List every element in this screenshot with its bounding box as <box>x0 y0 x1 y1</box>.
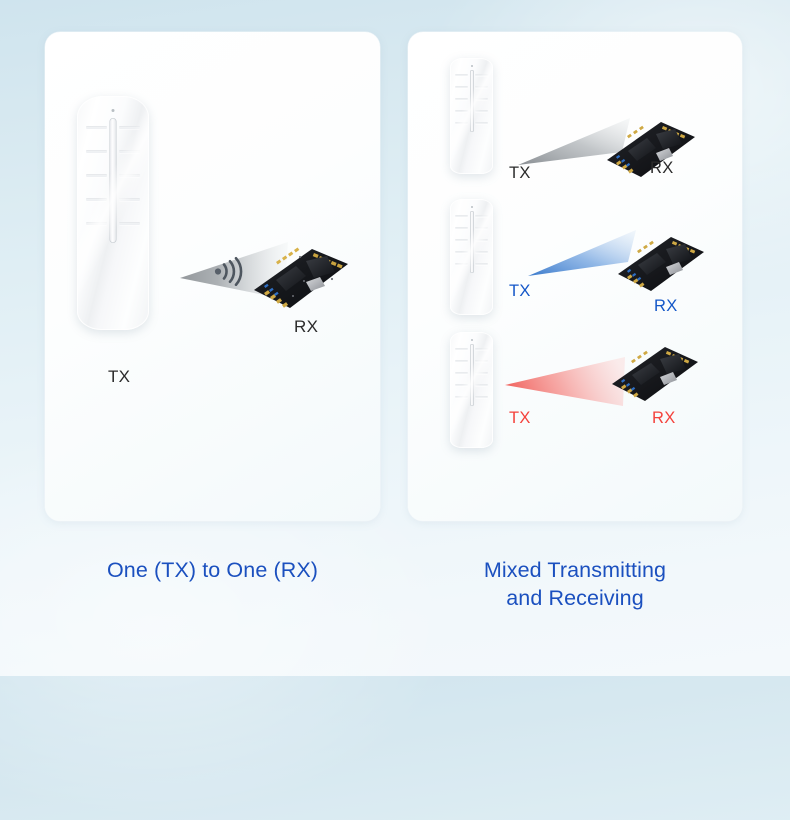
rf-remote-control-row3[interactable] <box>450 332 493 448</box>
remote-button[interactable] <box>119 150 140 153</box>
remote-button-row[interactable] <box>455 239 488 241</box>
remote-led-indicator <box>470 339 473 341</box>
remote-button-row[interactable] <box>455 396 488 398</box>
remote-button[interactable] <box>119 126 140 129</box>
label-rx-row3: RX <box>652 409 676 427</box>
caption-mixed-transmitting-and-receiving: Mixed Transmitting and Receiving <box>483 558 667 610</box>
remote-led-indicator <box>470 206 473 208</box>
remote-button[interactable] <box>475 122 488 124</box>
rf-remote-control-row1[interactable] <box>450 58 493 174</box>
remote-button[interactable] <box>475 251 488 253</box>
remote-button[interactable] <box>455 227 468 229</box>
remote-button[interactable] <box>475 86 488 88</box>
remote-button-row[interactable] <box>86 174 140 177</box>
remote-button-row[interactable] <box>455 215 488 217</box>
remote-button[interactable] <box>455 110 468 112</box>
broadcast-signal-icon <box>212 256 246 287</box>
remote-button[interactable] <box>119 222 140 225</box>
remote-button-row[interactable] <box>86 198 140 201</box>
remote-center-spine <box>109 118 117 243</box>
remote-button[interactable] <box>475 372 488 374</box>
rf-receiver-module-row2[interactable] <box>614 225 708 297</box>
remote-center-spine <box>469 344 474 406</box>
remote-button[interactable] <box>455 239 468 241</box>
rf-receiver-module-large[interactable] <box>248 234 353 314</box>
remote-button[interactable] <box>455 263 468 265</box>
remote-button[interactable] <box>475 215 488 217</box>
remote-button-row[interactable] <box>455 110 488 112</box>
remote-button[interactable] <box>455 396 468 398</box>
remote-button[interactable] <box>475 74 488 76</box>
remote-button[interactable] <box>455 251 468 253</box>
remote-button-row[interactable] <box>455 360 488 362</box>
label-tx-row2: TX <box>509 282 531 300</box>
remote-button[interactable] <box>475 384 488 386</box>
remote-button[interactable] <box>86 126 107 129</box>
remote-button[interactable] <box>475 348 488 350</box>
remote-button-row[interactable] <box>455 372 488 374</box>
remote-button[interactable] <box>119 174 140 177</box>
remote-button[interactable] <box>475 227 488 229</box>
remote-button[interactable] <box>455 74 468 76</box>
remote-led-indicator <box>470 65 473 67</box>
remote-button[interactable] <box>86 222 107 225</box>
rf-receiver-module-row1[interactable] <box>603 110 699 183</box>
remote-button-row[interactable] <box>455 227 488 229</box>
remote-button[interactable] <box>475 98 488 100</box>
remote-button-row[interactable] <box>455 263 488 265</box>
remote-button[interactable] <box>455 86 468 88</box>
remote-button[interactable] <box>455 348 468 350</box>
label-tx: TX <box>108 367 131 386</box>
remote-button-row[interactable] <box>455 251 488 253</box>
remote-button[interactable] <box>455 122 468 124</box>
remote-button-row[interactable] <box>86 150 140 153</box>
remote-button[interactable] <box>475 239 488 241</box>
rf-remote-control-row2[interactable] <box>450 199 493 315</box>
remote-button-row[interactable] <box>455 86 488 88</box>
remote-button[interactable] <box>455 372 468 374</box>
rf-receiver-module-row3[interactable] <box>608 335 702 407</box>
remote-button[interactable] <box>475 263 488 265</box>
remote-button[interactable] <box>475 396 488 398</box>
remote-button-row[interactable] <box>86 222 140 225</box>
label-rx-row1: RX <box>650 159 674 177</box>
remote-button[interactable] <box>455 215 468 217</box>
label-tx-row3: TX <box>509 409 531 427</box>
signal-cone-blue-row2 <box>528 230 640 286</box>
remote-button-row[interactable] <box>455 384 488 386</box>
remote-center-spine <box>469 211 474 273</box>
remote-button-row[interactable] <box>455 122 488 124</box>
caption-one-to-one: One (TX) to One (RX) <box>106 558 319 582</box>
remote-button[interactable] <box>119 198 140 201</box>
signal-cone-red-row3 <box>505 355 633 413</box>
remote-button[interactable] <box>475 110 488 112</box>
remote-led-indicator <box>111 109 115 112</box>
rf-remote-control-large[interactable] <box>77 96 149 330</box>
remote-button[interactable] <box>455 98 468 100</box>
remote-button[interactable] <box>455 360 468 362</box>
remote-button-row[interactable] <box>455 348 488 350</box>
remote-button[interactable] <box>475 360 488 362</box>
remote-center-spine <box>469 70 474 132</box>
label-rx: RX <box>294 317 319 336</box>
signal-cone-gray-row1 <box>518 118 636 176</box>
label-rx-row2: RX <box>654 297 678 315</box>
remote-button[interactable] <box>86 174 107 177</box>
remote-button[interactable] <box>86 150 107 153</box>
label-tx-row1: TX <box>509 164 531 182</box>
remote-button-row[interactable] <box>86 126 140 129</box>
remote-button-row[interactable] <box>455 74 488 76</box>
remote-button[interactable] <box>86 198 107 201</box>
remote-button-row[interactable] <box>455 98 488 100</box>
remote-button[interactable] <box>455 384 468 386</box>
